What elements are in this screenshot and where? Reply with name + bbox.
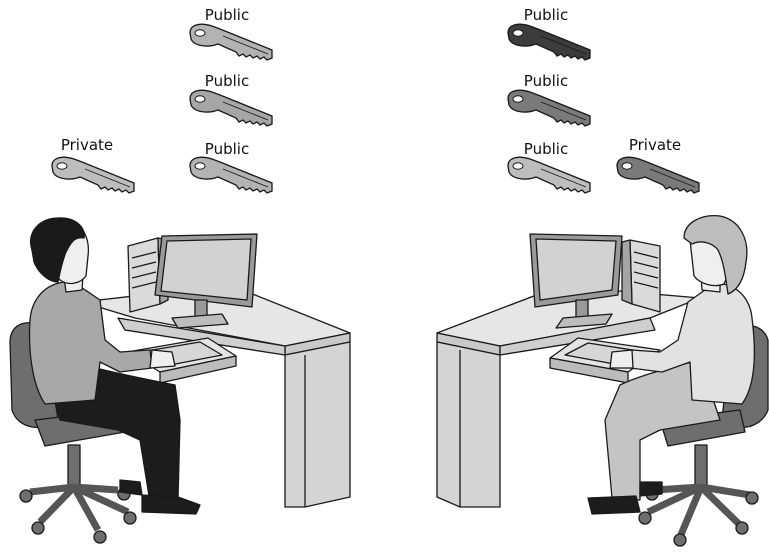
key-icon xyxy=(190,157,272,193)
key-left-private: Private xyxy=(52,136,134,193)
key-label: Public xyxy=(205,6,249,24)
key-label: Private xyxy=(629,136,681,154)
key-icon xyxy=(190,24,272,60)
key-left-public-3: Public xyxy=(190,140,272,193)
key-right-private: Private xyxy=(617,136,699,193)
key-left-public-2: Public xyxy=(190,72,272,126)
right-computer-tower xyxy=(622,240,660,312)
key-label: Public xyxy=(205,72,249,90)
key-label: Public xyxy=(205,140,249,158)
key-right-public-3: Public xyxy=(508,140,590,193)
right-workstation xyxy=(437,216,768,546)
key-icon xyxy=(508,24,590,60)
key-icon xyxy=(617,157,699,193)
key-icon xyxy=(508,157,590,193)
key-left-public-1: Public xyxy=(190,6,272,60)
key-right-public-2: Public xyxy=(508,72,590,126)
key-right-public-1: Public xyxy=(508,6,590,60)
key-label: Public xyxy=(524,6,568,24)
key-icon xyxy=(190,90,272,126)
key-icon xyxy=(52,157,134,193)
left-workstation xyxy=(10,218,350,543)
key-label: Public xyxy=(524,72,568,90)
key-label: Public xyxy=(524,140,568,158)
key-icon xyxy=(508,90,590,126)
key-label: Private xyxy=(61,136,113,154)
